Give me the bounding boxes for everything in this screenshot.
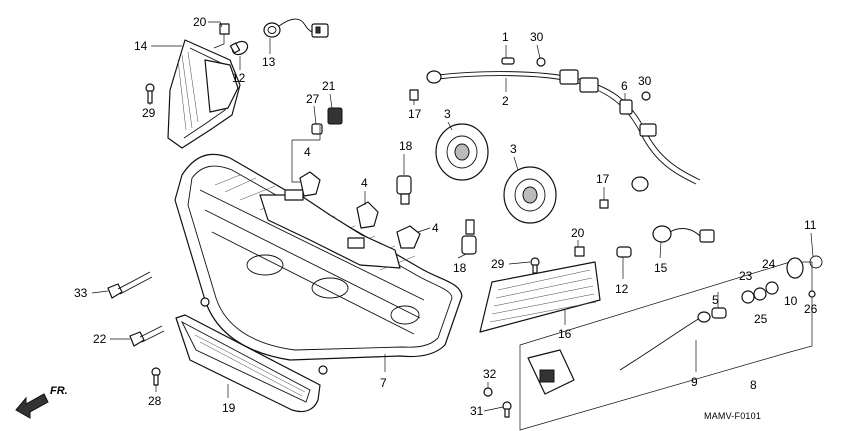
callout-15: 15 [654,261,668,275]
part-26-screw [808,290,816,298]
callout-11: 11 [804,218,817,232]
callout-30-upper: 30 [530,30,544,44]
callout-18-upper: 18 [399,139,413,153]
callout-29-left: 29 [142,106,156,120]
drawing-code: MAMV-F0101 [704,411,761,421]
callout-25: 25 [754,312,768,326]
callout-23: 23 [739,269,753,283]
callout-22: 22 [93,332,107,346]
part-20-clip-top [213,23,230,49]
callout-28: 28 [148,394,162,408]
part-13-socket-harness [263,18,329,38]
part-housing-bracket [527,349,575,395]
part-33-bolt [107,271,153,299]
part-10-collar [786,257,804,279]
part-32-screw [483,387,493,397]
callout-12-right: 12 [615,282,629,296]
callout-4-a: 4 [304,145,311,159]
part-30-clip-upper [536,57,546,67]
part-18-headlight-bulb-lower [461,219,477,255]
callout-3-lower: 3 [510,142,517,156]
part-16-side-reflector [479,261,601,333]
callout-5: 5 [712,293,719,307]
callout-9: 9 [691,375,698,389]
callout-30-right: 30 [638,74,652,88]
part-1-connector [501,57,515,65]
part-20-clip-right [574,246,585,257]
part-11-o-ring [809,255,823,269]
part-29-screw-right [530,257,540,274]
callout-4-c: 4 [432,221,439,235]
part-9-socket-cord [619,311,711,371]
callout-12-top: 12 [232,71,246,85]
callout-3-upper: 3 [444,107,451,121]
part-17-bulb-right [599,199,609,209]
callout-7: 7 [380,376,387,390]
part-24-nut [765,281,779,295]
callout-6: 6 [621,79,628,93]
callout-8: 8 [750,378,757,392]
callout-18-lower: 18 [453,261,467,275]
callout-2: 2 [502,94,509,108]
part-22-bolt [129,325,165,347]
part-23-washer [741,290,755,304]
callout-20-top: 20 [193,15,207,29]
part-12-bulb-right [616,246,632,258]
callout-20-right: 20 [571,226,585,240]
part-28-screw [151,367,161,386]
part-31-screw [502,401,512,418]
part-15-socket [652,225,715,243]
callout-10: 10 [784,294,798,308]
part-4-adjuster-c [396,225,421,249]
part-30-clip-right [641,91,651,101]
part-29-screw-left [145,83,155,104]
callout-24: 24 [762,257,776,271]
part-5-bulb [711,307,727,319]
callout-13: 13 [262,55,276,69]
callout-29-right: 29 [491,257,505,271]
part-14-side-marker-lens [167,39,241,149]
callout-26: 26 [804,302,818,316]
part-4-adjuster-a [299,171,321,197]
callout-4-b: 4 [361,176,368,190]
part-3-dust-cover-upper [435,123,489,181]
callout-32: 32 [483,367,497,381]
callouts: 20 14 12 13 29 21 27 4 4 4 18 18 3 3 17 … [74,15,818,418]
callout-31: 31 [470,404,484,418]
part-2-wire-harness [426,69,701,192]
part-6-clamp [619,99,633,115]
callout-17-upper: 17 [408,107,422,121]
part-17-bulb-upper [409,89,419,101]
callout-1: 1 [502,30,509,44]
callout-17-right: 17 [596,172,610,186]
callout-33: 33 [74,286,88,300]
part-19-lower-trim [175,314,321,413]
callout-19: 19 [222,401,236,415]
part-27-grommet [311,123,323,135]
part-21-clip [327,107,343,125]
callout-27: 27 [306,92,320,106]
part-4-adjuster-b [356,201,379,229]
leader-lines [91,21,814,412]
callout-14: 14 [134,39,148,53]
part-18-headlight-bulb-upper [396,175,412,205]
part-7-headlight-assembly [174,153,463,375]
front-direction-label: FR. [50,385,68,397]
front-direction-arrow: FR. [15,385,68,419]
part-12-bulb-top [229,40,249,56]
part-25-washer [753,287,767,301]
callout-16: 16 [558,327,572,341]
part-3-dust-cover-lower [503,166,557,224]
callout-21: 21 [322,79,336,93]
